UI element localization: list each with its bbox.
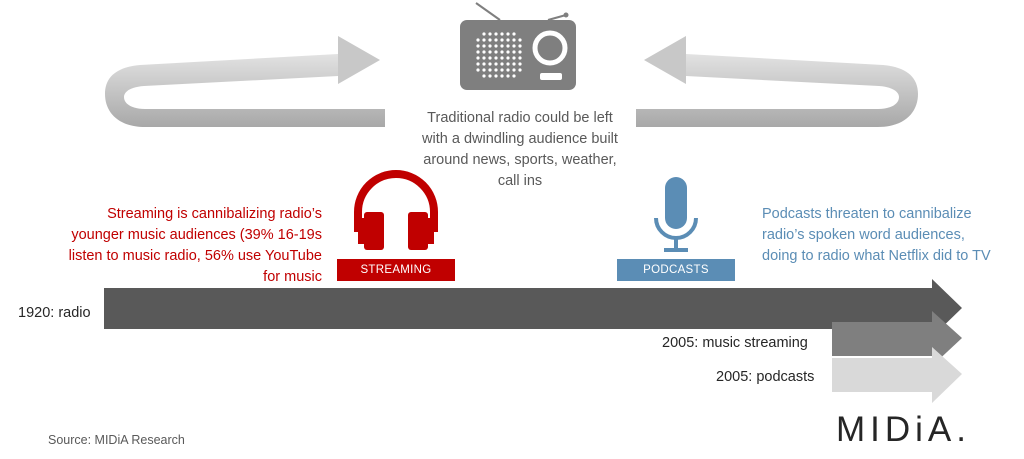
podcasts-badge: PODCASTS — [617, 259, 735, 281]
speaker-grille-dot — [488, 50, 492, 54]
timeline-label-podcasts: 2005: podcasts — [716, 369, 815, 385]
speaker-grille-dot — [500, 56, 504, 60]
speaker-grille-dot — [506, 56, 510, 60]
speaker-grille-dot — [494, 44, 498, 48]
timeline-arrow-radio — [104, 279, 962, 337]
podcasts-note: Podcasts threaten to cannibalize radio’s… — [762, 206, 991, 264]
speaker-grille-dot — [506, 68, 510, 72]
speaker-grille-dot — [494, 32, 498, 36]
speaker-grille-dot — [500, 32, 504, 36]
speaker-grille-dot — [512, 50, 516, 54]
speaker-grille-dot — [500, 38, 504, 42]
speaker-grille-dot — [512, 56, 516, 60]
speaker-grille-dot — [518, 44, 522, 48]
speaker-grille-dot — [506, 50, 510, 54]
speaker-grille-dot — [488, 68, 492, 72]
speaker-grille-dot — [494, 38, 498, 42]
radio-icon — [460, 2, 576, 90]
left-cycle-arrow — [105, 36, 385, 127]
speaker-grille-dot — [506, 62, 510, 66]
timeline-arrow-music-streaming — [832, 311, 962, 366]
speaker-grille-dot — [488, 62, 492, 66]
speaker-grille-dot — [476, 56, 480, 60]
speaker-grille-dot — [482, 32, 486, 36]
speaker-grille-dot — [494, 74, 498, 78]
speaker-grille-dot — [494, 50, 498, 54]
speaker-grille-dot — [512, 32, 516, 36]
speaker-grille-dot — [518, 62, 522, 66]
right-cycle-arrow — [636, 36, 918, 127]
speaker-grille-dot — [506, 74, 510, 78]
speaker-grille-dot — [506, 38, 510, 42]
speaker-grille-dot — [482, 50, 486, 54]
speaker-grille-dot — [476, 68, 480, 72]
midia-logo: MIDiA. — [836, 410, 971, 449]
speaker-grille-dot — [482, 68, 486, 72]
source-note: Source: MIDiA Research — [48, 433, 185, 447]
speaker-grille-dot — [512, 68, 516, 72]
streaming-badge: STREAMING — [337, 259, 455, 281]
speaker-grille-dot — [518, 56, 522, 60]
speaker-grille-dot — [506, 32, 510, 36]
speaker-grille-dot — [482, 56, 486, 60]
speaker-grille-dot — [488, 56, 492, 60]
speaker-grille-dot — [518, 68, 522, 72]
speaker-grille-dot — [500, 50, 504, 54]
speaker-grille-dot — [488, 44, 492, 48]
speaker-grille-dot — [518, 38, 522, 42]
speaker-grille-dot — [512, 44, 516, 48]
speaker-grille-dot — [512, 74, 516, 78]
speaker-grille-dot — [500, 74, 504, 78]
microphone-icon — [654, 177, 698, 252]
speaker-grille-dot — [500, 44, 504, 48]
speaker-grille-dot — [500, 68, 504, 72]
speaker-grille-dot — [500, 62, 504, 66]
speaker-grille-dot — [476, 44, 480, 48]
speaker-grille-dot — [482, 74, 486, 78]
speaker-grille-dot — [494, 68, 498, 72]
speaker-grille-dot — [512, 38, 516, 42]
speaker-grille-dot — [494, 62, 498, 66]
speaker-grille-dot — [482, 38, 486, 42]
speaker-grille-dot — [506, 44, 510, 48]
center-note: Traditional radio could be left with a d… — [422, 110, 618, 189]
speaker-grille-dot — [488, 32, 492, 36]
speaker-grille-dot — [476, 38, 480, 42]
speaker-grille-dot — [512, 62, 516, 66]
speaker-grille-dot — [494, 56, 498, 60]
headphones-icon — [354, 170, 438, 250]
speaker-grille-dot — [476, 62, 480, 66]
speaker-grille-dot — [488, 38, 492, 42]
speaker-grille-dot — [488, 74, 492, 78]
speaker-grille-dot — [482, 44, 486, 48]
timeline-arrow-podcasts — [832, 347, 962, 403]
speaker-grille-dot — [476, 50, 480, 54]
timeline-label-music-streaming: 2005: music streaming — [662, 335, 808, 351]
timeline-label-radio: 1920: radio — [18, 305, 91, 321]
speaker-grille-dot — [518, 50, 522, 54]
streaming-note: Streaming is cannibalizing radio’s young… — [68, 206, 322, 285]
speaker-grille-dot — [482, 62, 486, 66]
